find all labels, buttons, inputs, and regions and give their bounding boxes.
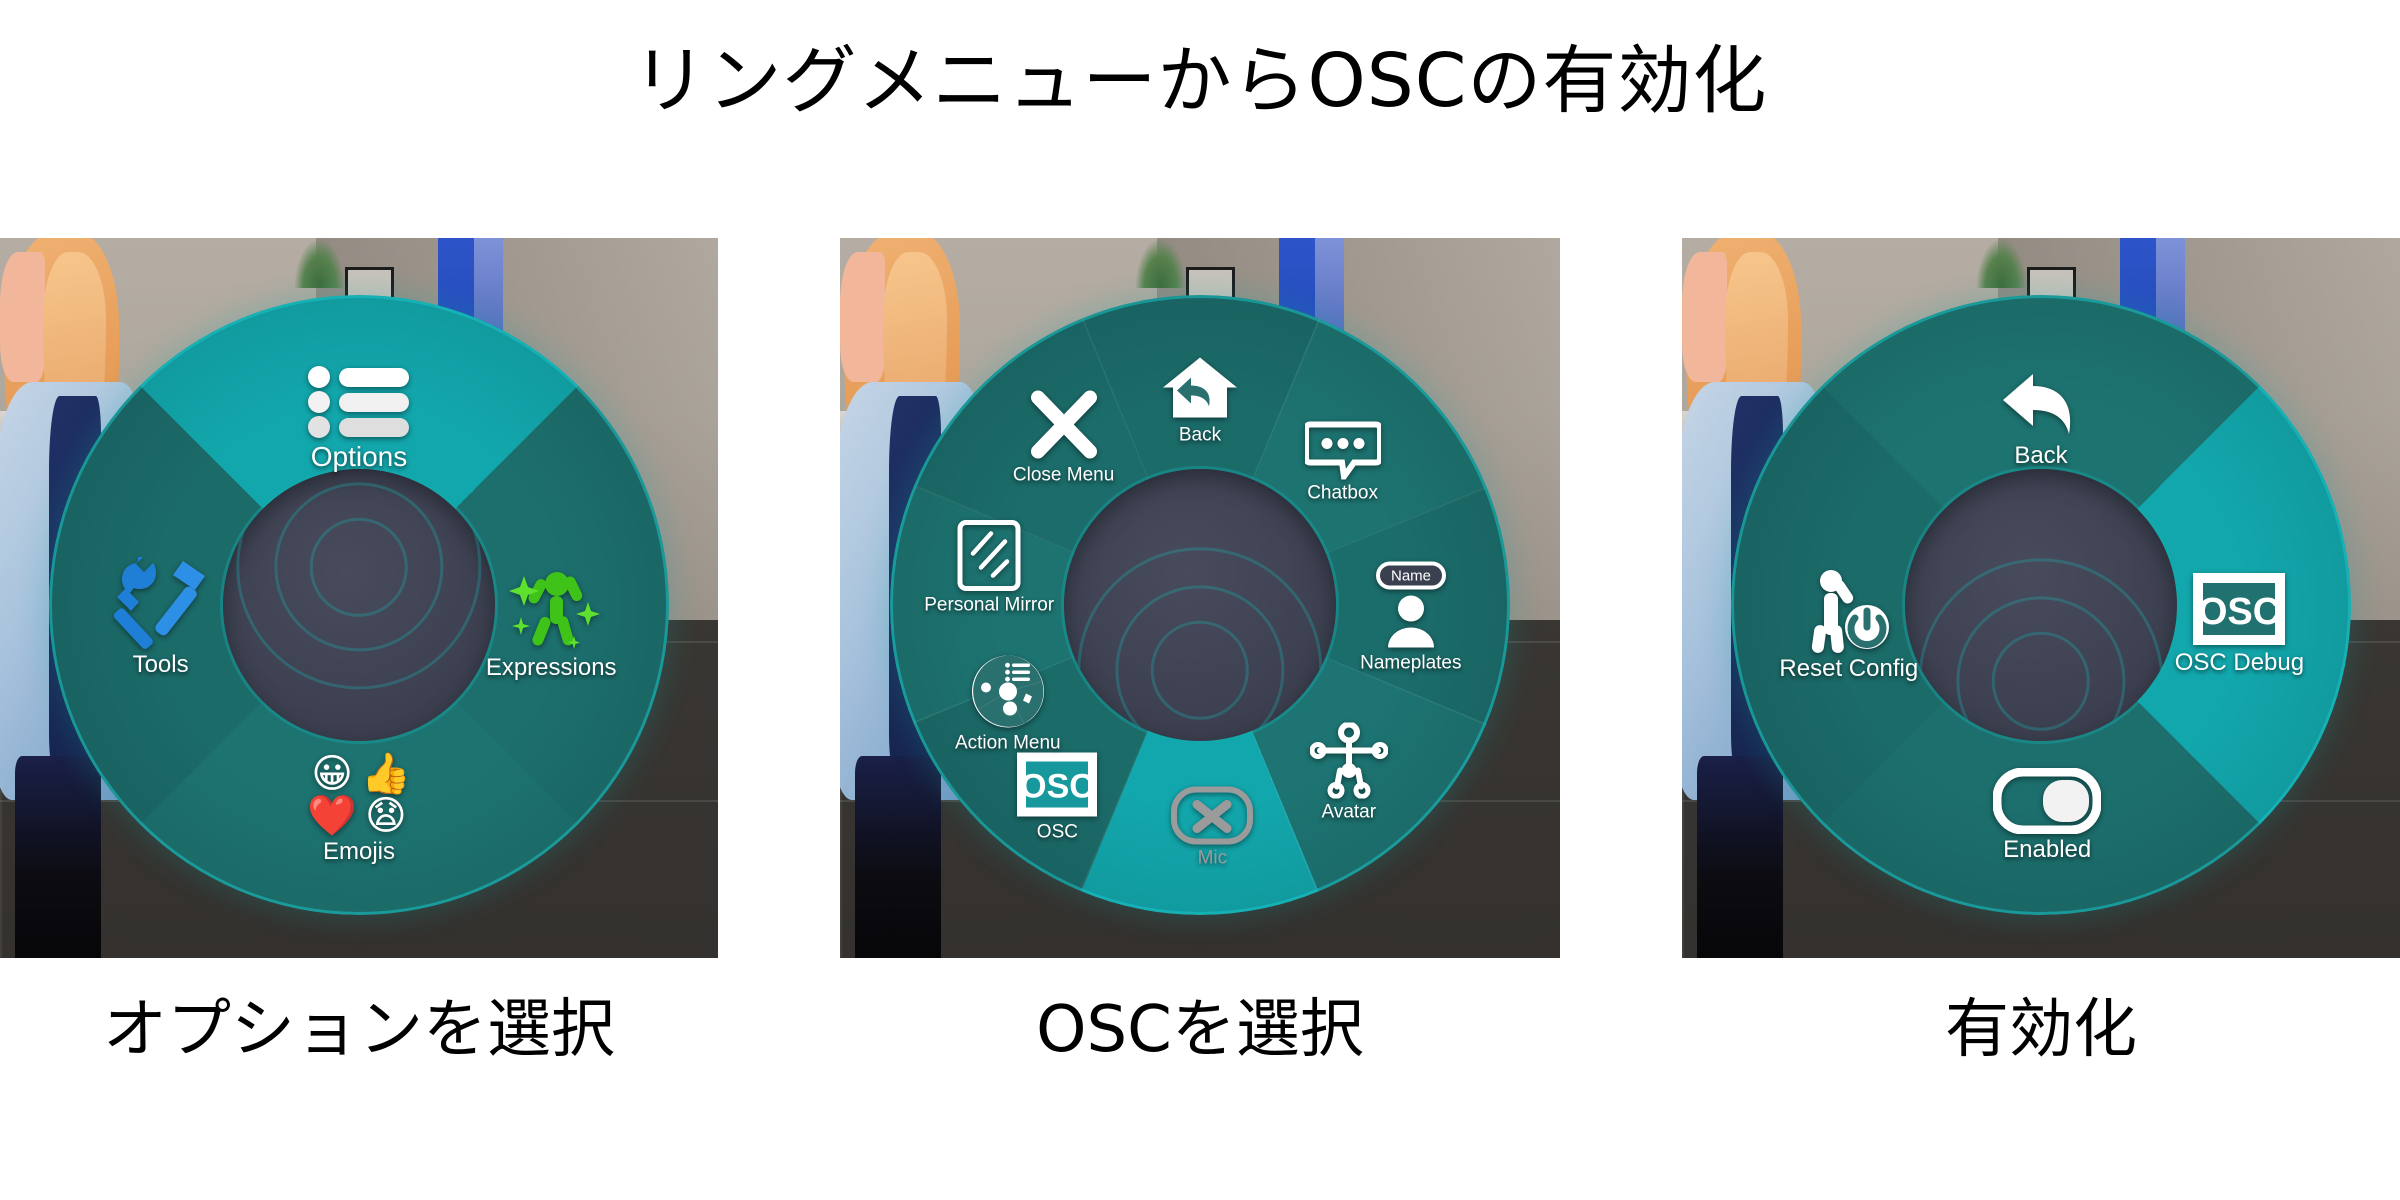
ring-item-label: Close Menu xyxy=(1012,464,1115,486)
avatar-legs xyxy=(14,756,101,958)
ring-item-back[interactable]: Back xyxy=(1105,355,1295,446)
avatar-skin xyxy=(1682,252,1727,382)
caption-options: オプションを選択 xyxy=(103,993,615,1067)
room-plant xyxy=(294,238,345,289)
ring-item-label: Back xyxy=(1178,424,1222,446)
mic-muted-icon xyxy=(1117,786,1307,845)
svg-text:OSC: OSC xyxy=(2198,591,2280,633)
ring-item-label: Enabled xyxy=(2003,835,2092,863)
hub-pulse-ring xyxy=(1956,596,2126,742)
hub-pulse-ring xyxy=(274,482,444,652)
home-back-icon xyxy=(1105,355,1295,421)
radial-menu-osc-select[interactable]: Back Chatbox xyxy=(890,295,1510,916)
avatar-skin xyxy=(840,252,885,382)
screenshot-panel-enabled: Back OSC OSC Debug xyxy=(1682,238,2400,958)
ring-item-label: Expressions xyxy=(485,653,617,681)
back-arrow-icon xyxy=(1946,368,2136,440)
caption-enabled: 有効化 xyxy=(1945,993,2137,1067)
ring-item-label: Mic xyxy=(1197,847,1228,869)
ring-item-label: Tools xyxy=(132,650,189,678)
ring-item-chatbox[interactable]: Chatbox xyxy=(1248,421,1438,504)
ring-item-label: Chatbox xyxy=(1307,482,1378,504)
svg-text:OSC: OSC xyxy=(1021,768,1095,806)
ring-item-label: Back xyxy=(2014,442,2068,470)
dancing-person-icon xyxy=(456,554,646,652)
list-icon xyxy=(264,365,454,439)
ring-item-avatar[interactable]: Avatar xyxy=(1254,722,1444,823)
ring-item-emojis[interactable]: 😀👍 ❤️😧 Emojis xyxy=(264,754,454,866)
hub-pulse-ring xyxy=(1991,632,2091,731)
mirror-icon xyxy=(894,519,1084,591)
ring-item-back[interactable]: Back xyxy=(1946,368,2136,470)
reset-person-icon xyxy=(1754,565,1944,653)
ring-item-personal-mirror[interactable]: Personal Mirror xyxy=(894,519,1084,616)
room-plant xyxy=(1135,238,1186,289)
radial-menu-enabled[interactable]: Back OSC OSC Debug xyxy=(1731,295,2351,916)
avatar-skin xyxy=(0,252,45,382)
page-title: リングメニューからOSCの有効化 xyxy=(632,38,1768,124)
action-wheel-icon xyxy=(913,654,1103,730)
ring-item-reset-config[interactable]: Reset Config xyxy=(1754,565,1944,683)
ring-item-label: Personal Mirror xyxy=(924,594,1055,616)
ring-item-close-menu[interactable]: Close Menu xyxy=(969,389,1159,486)
ring-item-osc[interactable]: OSC OSC xyxy=(962,751,1152,844)
toggle-on-icon xyxy=(1952,767,2142,834)
avatar-legs xyxy=(1696,756,1783,958)
nameplate-icon: Name xyxy=(1316,561,1506,649)
screenshot-panel-osc-select: Back Chatbox xyxy=(840,238,1560,958)
emoji-cluster-icon: 😀👍 ❤️😧 xyxy=(307,751,411,838)
hub-pulse-ring xyxy=(309,517,409,617)
room-plant xyxy=(1976,238,2027,289)
ring-item-expressions[interactable]: Expressions xyxy=(456,554,646,682)
avatar-figure-icon xyxy=(1254,722,1444,799)
radial-menu-options[interactable]: Options xyxy=(49,295,669,916)
hub-pulse-ring xyxy=(1150,621,1250,720)
ring-item-enabled[interactable]: Enabled xyxy=(1952,767,2142,864)
ring-item-osc-debug[interactable]: OSC OSC Debug xyxy=(2144,571,2334,677)
panel-strip: Options xyxy=(0,238,2400,958)
screenshot-panel-options: Options xyxy=(0,238,718,958)
avatar-legs xyxy=(854,756,942,958)
caption-osc-select: OSCを選択 xyxy=(1036,993,1364,1067)
ring-item-label: OSC Debug xyxy=(2174,648,2305,676)
osc-box-icon: OSC xyxy=(962,751,1152,819)
hammer-wrench-icon xyxy=(66,556,256,649)
ring-item-label: Reset Config xyxy=(1779,654,1919,682)
chat-bubble-icon xyxy=(1248,421,1438,480)
ring-item-tools[interactable]: Tools xyxy=(66,556,256,679)
ring-item-mic[interactable]: Mic xyxy=(1117,786,1307,870)
hub-pulse-ring xyxy=(236,469,482,690)
ring-item-label: Options xyxy=(310,441,408,473)
ring-item-nameplates[interactable]: Name Nameplates xyxy=(1316,561,1506,674)
ring-item-label: OSC xyxy=(1036,821,1078,843)
osc-box-icon: OSC xyxy=(2144,571,2334,647)
svg-text:Name: Name xyxy=(1391,567,1431,584)
caption-row: オプションを選択 OSCを選択 有効化 xyxy=(0,965,2400,1145)
ring-item-action-menu[interactable]: Action Menu xyxy=(913,654,1103,755)
radial-menu-hub[interactable] xyxy=(223,469,495,742)
radial-menu-hub[interactable] xyxy=(1905,469,2177,742)
radial-menu-hub[interactable] xyxy=(1064,469,1336,742)
ring-item-options[interactable]: Options xyxy=(264,365,454,473)
hub-pulse-ring xyxy=(1115,585,1285,742)
ring-item-label: Action Menu xyxy=(954,732,1061,754)
close-x-icon xyxy=(969,389,1159,461)
ring-item-label: Nameplates xyxy=(1360,652,1462,674)
ring-item-label: Emojis xyxy=(322,837,395,865)
ring-item-label: Avatar xyxy=(1321,801,1377,823)
